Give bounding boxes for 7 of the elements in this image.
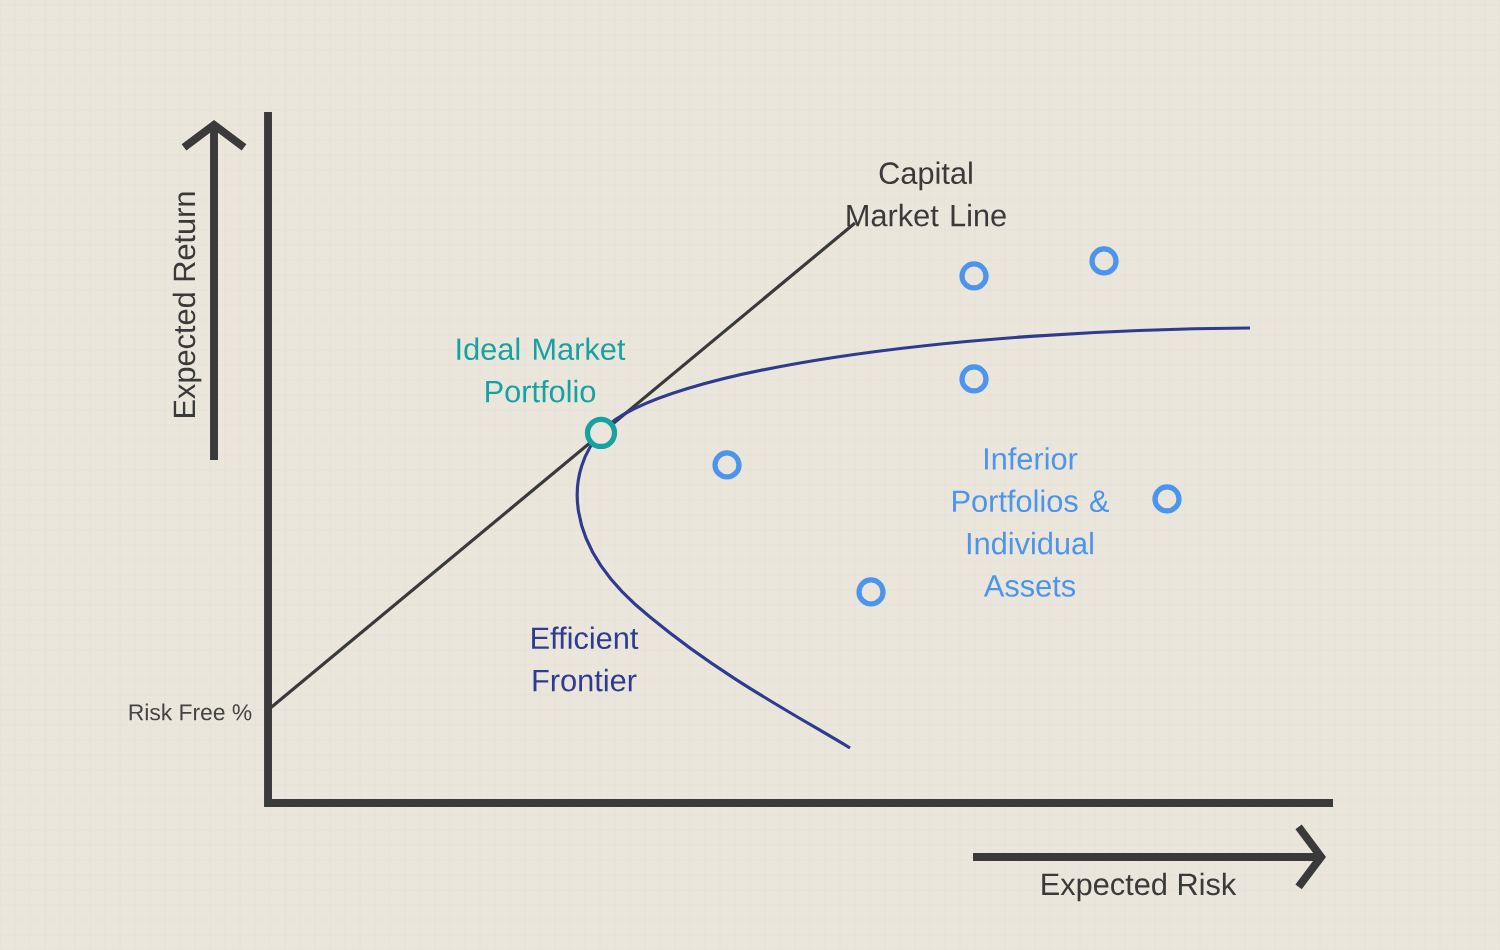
axis-label: Risk Free % [129,703,252,721]
curve-label: Efficient Frontier [532,626,639,692]
line-label: Capital Market Line [847,161,1006,227]
axis-label: Expected Risk [1042,872,1237,902]
axis-label: Expected Return [172,192,202,417]
point-label: Ideal Market Portfolio [457,337,626,403]
point-group-label: Inferior Portfolios & Individual Assets [953,447,1109,597]
